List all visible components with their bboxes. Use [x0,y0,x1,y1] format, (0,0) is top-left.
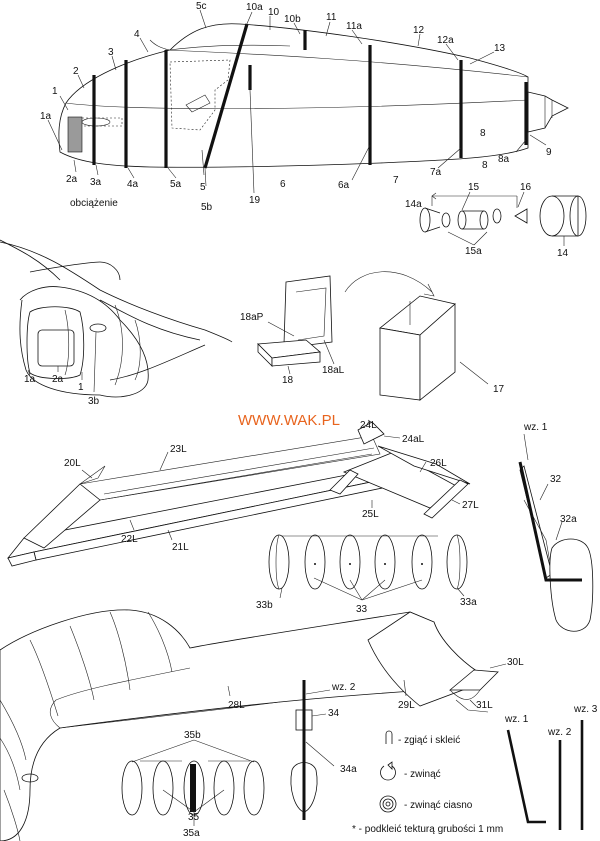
label-wz2: wz. 2 [331,682,356,693]
wire-templates [506,720,584,830]
label-2a: 2a [66,174,78,185]
label-4a: 4a [127,179,139,190]
label-12a: 12a [437,35,454,46]
label-10b: 10b [284,14,301,25]
label-34: 34 [328,708,340,719]
label-16: 16 [520,182,532,193]
label-29L: 29L [398,700,415,711]
label-10: 10 [268,7,280,18]
fuselage-labels: 1a 1 2 3 4 5c 10a 10 10b 11 11a 12 12a 1… [40,1,552,213]
label-18aL: 18aL [322,365,345,376]
rings-35-drawing [121,739,265,826]
label-33b: 33b [256,600,273,611]
label-5b: 5b [201,202,213,213]
label-wire-wz2: wz. 2 [547,727,572,738]
label-33: 33 [356,604,368,615]
label-nose-3b: 3b [88,396,100,407]
label-26L: 26L [430,458,447,469]
weight-block [67,116,83,153]
label-4: 4 [134,29,140,40]
label-19: 19 [249,195,261,206]
label-7-body: 8 [480,128,486,139]
label-17: 17 [493,384,505,395]
label-35a: 35a [183,828,200,839]
label-14: 14 [557,248,569,259]
legend-roll-tight-text: - zwinąć ciasno [404,800,473,811]
label-32: 32 [550,474,562,485]
label-11: 11 [326,12,337,23]
label-10a: 10a [246,2,263,13]
tail-cone-parts [419,191,587,246]
fuselage-drawing [58,23,569,169]
label-15a: 15a [465,246,482,257]
label-22L: 22L [121,534,138,545]
legend-roll-text: - zwinąć [404,769,441,780]
bottom-assembly-drawing [0,609,507,841]
label-15: 15 [468,182,480,193]
strut-32-drawing [518,433,594,632]
label-25L: 25L [362,509,379,520]
legend-fold-text: - zgiąć i skleić [398,735,460,746]
label-28L: 28L [228,700,245,711]
label-18aP: 18aP [240,312,264,323]
part-34-drawing [290,680,335,820]
label-7: 7 [393,175,399,186]
roll-icon [380,765,396,781]
legend [379,730,397,813]
label-8a: 8a [498,154,510,165]
label-24L: 24L [360,420,377,431]
label-5: 5 [200,182,206,193]
label-1: 1 [52,86,58,97]
label-34a: 34a [340,764,357,775]
label-21L: 21L [172,542,189,553]
label-nose-1: 1 [78,382,84,393]
label-27L: 27L [462,500,479,511]
label-nose-1a: 1a [24,374,36,385]
label-3: 3 [108,47,114,58]
label-12: 12 [413,25,425,36]
label-35: 35 [188,812,200,823]
bulkhead-5b [203,23,249,169]
label-5c: 5c [196,1,207,12]
label-32a: 32a [560,514,577,525]
label-33a: 33a [460,597,477,608]
label-23L: 23L [170,444,187,455]
label-14a: 14a [405,199,422,210]
label-24aL: 24aL [402,434,425,445]
wire-wz1 [506,729,546,824]
fold-glue-icon [385,730,393,744]
label-nose-2a: 2a [52,374,64,385]
label-20L: 20L [64,458,81,469]
legend-note-text: * - podkleić tekturą grubości 1 mm [352,824,503,835]
label-31L: 31L [476,700,493,711]
box-17-drawing [344,271,489,401]
label-30L: 30L [507,657,524,668]
label-11a: 11a [346,21,362,32]
label-wire-wz3: wz. 3 [573,704,598,715]
label-6a: 6a [338,180,350,191]
label-5a: 5a [170,179,182,190]
fuselage-leaders [47,9,547,194]
label-8: 8 [482,160,488,171]
wing-drawing [6,419,471,567]
nose-detail-drawing [0,239,233,398]
label-strut-wz1: wz. 1 [523,422,548,433]
label-35b: 35b [184,730,201,741]
label-18: 18 [282,375,294,386]
label-3a: 3a [90,177,102,188]
roll-tight-icon [379,795,397,813]
label-9: 9 [546,147,552,158]
label-6: 6 [280,179,286,190]
label-weight: obciążenie [70,198,118,209]
label-wire-wz1: wz. 1 [504,714,529,725]
seat-drawing [257,275,335,375]
label-7a: 7a [430,167,442,178]
label-2: 2 [73,66,79,77]
label-13: 13 [494,43,506,54]
watermark: WWW.WAK.PL [238,412,340,429]
label-1a: 1a [40,111,52,122]
rings-33-drawing [268,534,468,601]
